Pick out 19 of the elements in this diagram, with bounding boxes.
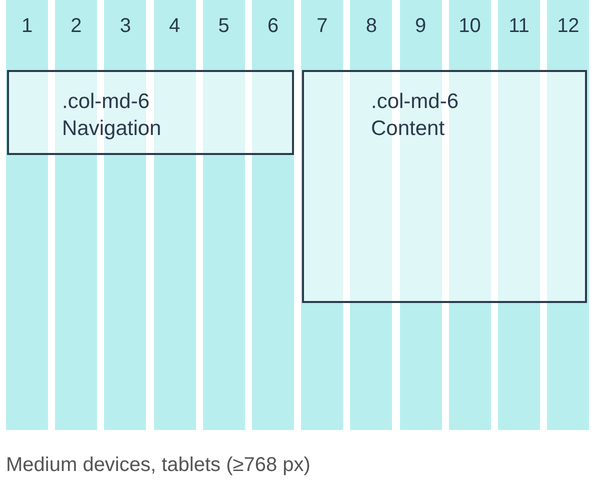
column-number: 11: [508, 14, 530, 38]
column-number: 4: [168, 14, 182, 38]
column-number: 12: [556, 14, 580, 38]
column-number: 6: [266, 14, 280, 38]
column-number: 9: [414, 14, 428, 38]
layout-box: [302, 70, 587, 303]
caption: Medium devices, tablets (≥768 px): [6, 454, 310, 477]
layout-box: [7, 70, 294, 155]
class-name: .col-md-6: [62, 89, 150, 115]
column-number: 1: [20, 14, 34, 38]
box-label: Content: [371, 116, 445, 142]
column-number: 8: [364, 14, 378, 38]
column-number: 5: [217, 14, 230, 38]
class-name: .col-md-6: [371, 89, 459, 115]
column-number: 3: [118, 14, 132, 38]
box-label: Navigation: [62, 116, 162, 142]
column-number: 10: [458, 14, 482, 38]
column-number: 7: [316, 14, 329, 38]
column-number: 2: [70, 14, 83, 38]
